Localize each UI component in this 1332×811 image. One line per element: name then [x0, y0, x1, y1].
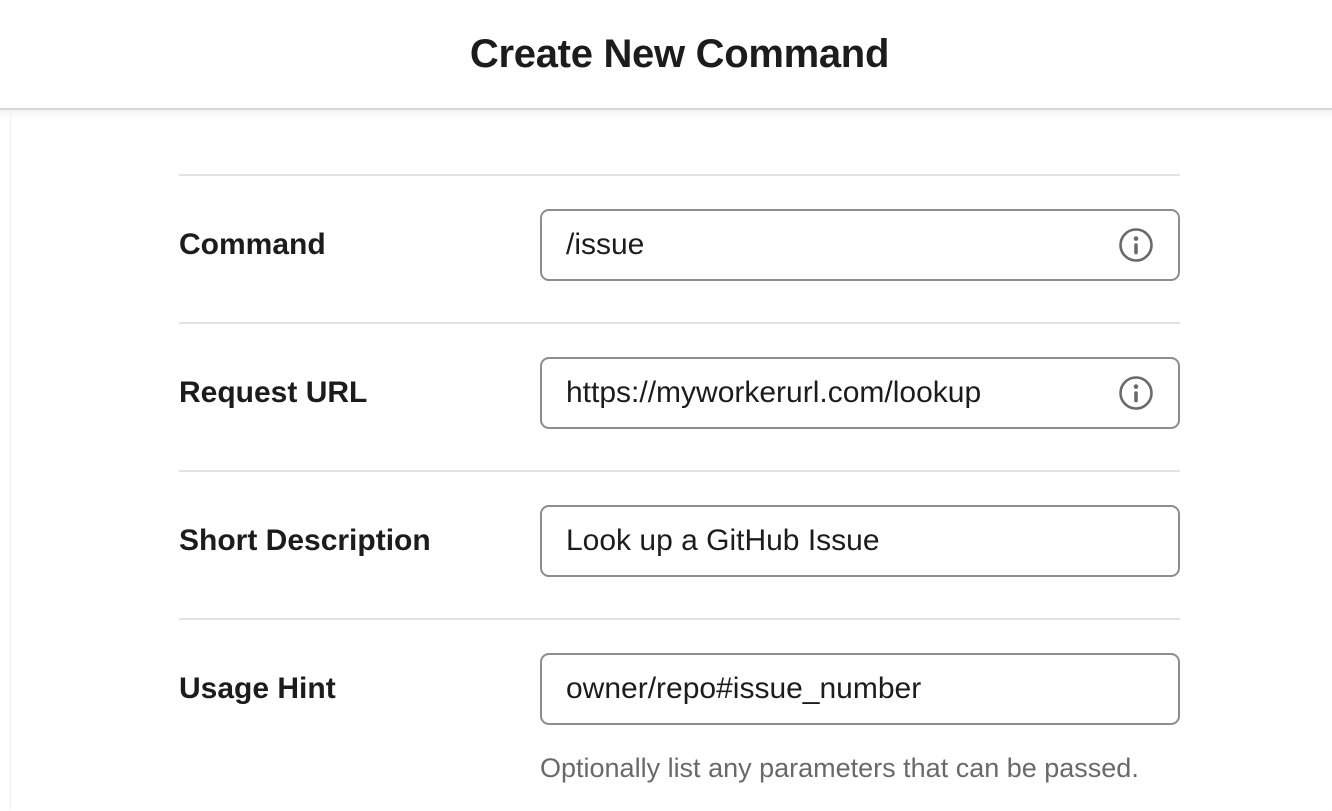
form-row-short-description: Short Description — [179, 470, 1180, 618]
info-icon[interactable] — [1118, 375, 1154, 411]
short-description-input-wrap — [540, 505, 1180, 577]
page-header: Create New Command — [0, 0, 1332, 120]
request-url-label: Request URL — [179, 376, 368, 409]
short-description-input[interactable] — [540, 505, 1180, 577]
command-label: Command — [179, 228, 326, 261]
request-url-input[interactable] — [540, 357, 1180, 429]
create-command-form: Command Request URL — [179, 110, 1180, 811]
command-input-wrap — [540, 209, 1180, 281]
request-url-input-wrap — [540, 357, 1180, 429]
usage-hint-help-text: Optionally list any parameters that can … — [540, 753, 1139, 783]
usage-hint-label: Usage Hint — [179, 672, 336, 705]
page-title: Create New Command — [469, 31, 890, 76]
command-input[interactable] — [540, 209, 1180, 281]
form-row-request-url: Request URL — [179, 322, 1180, 470]
panel-left-edge — [10, 112, 11, 810]
form-row-command: Command — [179, 174, 1180, 322]
form-row-usage-hint: Usage Hint Optionally list any parameter… — [179, 618, 1180, 811]
info-icon[interactable] — [1118, 227, 1154, 263]
usage-hint-input-wrap — [540, 653, 1180, 725]
short-description-label: Short Description — [179, 524, 431, 557]
usage-hint-input[interactable] — [540, 653, 1180, 725]
usage-hint-field-col: Optionally list any parameters that can … — [540, 653, 1180, 784]
